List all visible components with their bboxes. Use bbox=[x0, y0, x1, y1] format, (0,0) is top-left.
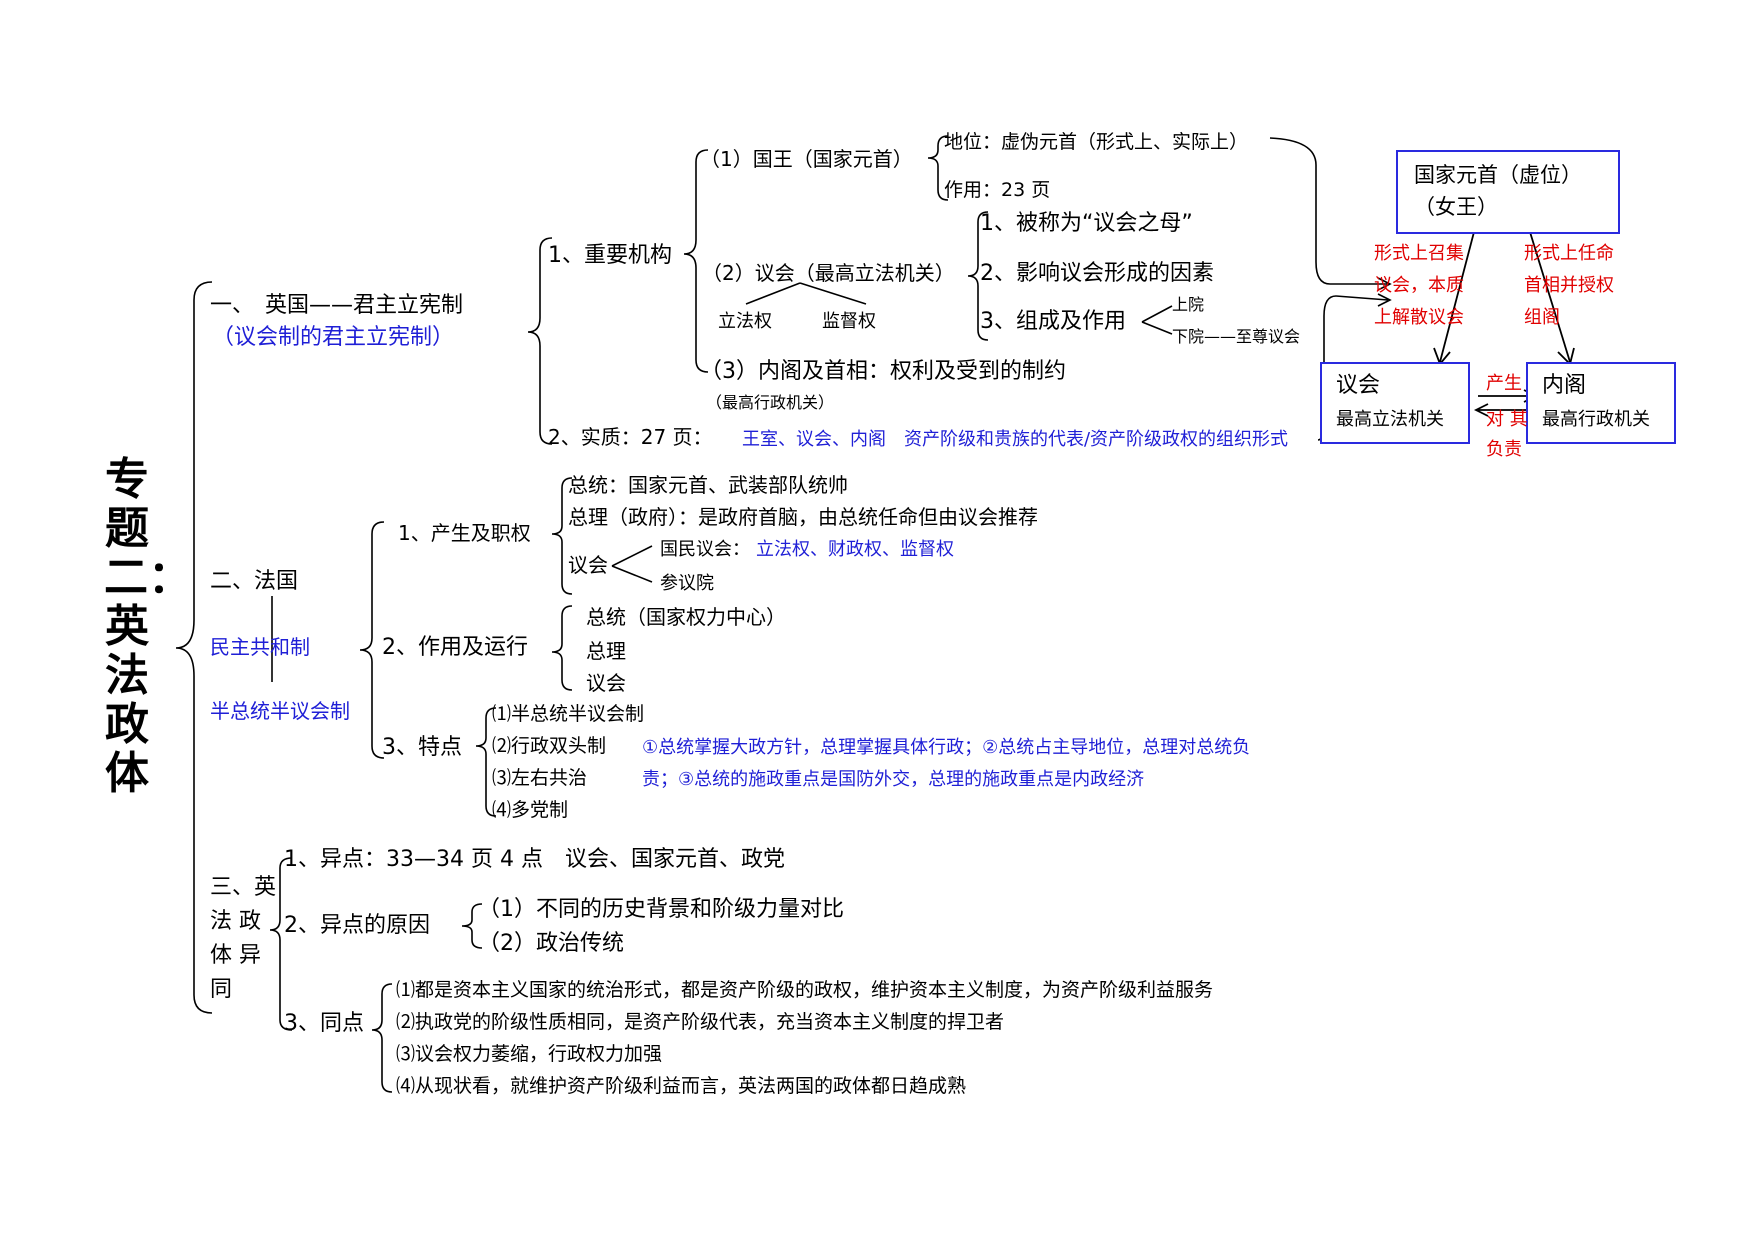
compare-d2: 2、异点的原因 bbox=[284, 913, 430, 938]
cabinet-box: 内阁 最高行政机关 bbox=[1526, 362, 1676, 444]
compare-d2-b: （2）政治传统 bbox=[478, 931, 624, 956]
uk-king-status: 地位：虚伪元首（形式上、实际上） bbox=[944, 131, 1249, 153]
france-s1-b: 总理（政府）：是政府首脑，由总统任命但由议会推荐 bbox=[568, 505, 1038, 529]
uk-king-role: 作用：23 页 bbox=[944, 179, 1051, 201]
uk-parliament-item-3: 3、组成及作用 bbox=[980, 309, 1126, 334]
france-s2-c: 议会 bbox=[586, 671, 626, 695]
institutions-brace bbox=[683, 149, 709, 373]
compare-d2-a: （1）不同的历史背景和阶级力量对比 bbox=[478, 897, 844, 922]
cabinet-box-title: 内阁 bbox=[1542, 373, 1587, 398]
s2-brace bbox=[551, 605, 573, 691]
france-type-1: 民主共和制 bbox=[210, 635, 310, 659]
parliament-box-title: 议会 bbox=[1336, 373, 1381, 398]
uk-cabinet: （3）内阁及首相：权利及受到的制约 bbox=[700, 359, 1066, 384]
mid-note-3: 负责 bbox=[1486, 439, 1522, 460]
france-s1-c: 议会 bbox=[568, 553, 608, 577]
composition-split bbox=[1141, 305, 1173, 335]
uk-lower-house: 下院——至尊议会 bbox=[1172, 327, 1301, 346]
uk-heading: 一、 英国——君主立宪制 bbox=[210, 293, 464, 318]
france-s3-b: ⑵行政双头制 bbox=[492, 735, 607, 757]
compare-d3: 3、同点 bbox=[284, 1011, 364, 1036]
s1-brace bbox=[551, 477, 573, 595]
right-note-1: 形式上任命 bbox=[1524, 243, 1614, 264]
france-s2-a: 总统（国家权力中心） bbox=[586, 605, 786, 629]
reason-brace bbox=[461, 903, 483, 949]
compare-d1: 1、异点：33—34 页 4 点 议会、国家元首、政党 bbox=[284, 847, 785, 872]
parliament-split bbox=[745, 282, 867, 305]
compare-d3-a: ⑴都是资本主义国家的统治形式，都是资产阶级的政权，维护资本主义制度，为资产阶级利… bbox=[396, 979, 1214, 1001]
compare-heading-3: 体 异 bbox=[210, 943, 261, 968]
head-of-state-label: 国家元首（虚位） bbox=[1414, 163, 1582, 187]
king-arc bbox=[1269, 137, 1331, 285]
uk-legislative-power: 立法权 bbox=[718, 311, 772, 332]
national-assembly-powers: 立法权、财政权、监督权 bbox=[756, 539, 954, 560]
france-s1: 1、产生及职权 bbox=[398, 521, 531, 545]
assembly-split bbox=[611, 545, 653, 583]
cabinet-box-sub: 最高行政机关 bbox=[1542, 409, 1650, 430]
s3-brace bbox=[475, 707, 497, 817]
france-s3-a: ⑴半总统半议会制 bbox=[492, 703, 645, 725]
right-note-2: 首相并授权 bbox=[1524, 275, 1614, 296]
uk-upper-house: 上院 bbox=[1172, 295, 1205, 314]
page-title: 专题二：英法政体 bbox=[104, 454, 192, 799]
uk-parliament: （2）议会（最高立法机关） bbox=[702, 261, 955, 285]
compare-d3-d: ⑷从现状看，就维护资产阶级利益而言，英法两国的政体都日趋成熟 bbox=[396, 1075, 967, 1097]
right-note-3: 组阁 bbox=[1524, 307, 1560, 328]
queen-label: （女王） bbox=[1414, 195, 1498, 219]
same-brace bbox=[371, 983, 393, 1093]
uk-subtitle: （议会制的君主立宪制） bbox=[212, 325, 455, 350]
uk-parliament-item-1: 1、被称为“议会之母” bbox=[980, 211, 1193, 236]
compare-d3-c: ⑶议会权力萎缩，行政权力加强 bbox=[396, 1043, 663, 1065]
compare-brace bbox=[269, 857, 293, 1031]
left-note-3: 上解散议会 bbox=[1374, 307, 1464, 328]
arrow-in-1 bbox=[1330, 277, 1392, 291]
parliament-box-sub: 最高立法机关 bbox=[1336, 409, 1444, 430]
uk-king: （1）国王（国家元首） bbox=[700, 147, 913, 171]
france-heading: 二、法国 bbox=[210, 569, 299, 594]
uk-supervision-power: 监督权 bbox=[822, 311, 876, 332]
arrow-head-to-cabinet bbox=[1529, 231, 1571, 363]
arrow-head-to-parliament bbox=[1439, 231, 1475, 363]
uk-parliament-item-2: 2、影响议会形成的因素 bbox=[980, 261, 1214, 286]
king-brace bbox=[927, 135, 949, 201]
france-s3-note-2: 责；③总统的施政重点是国防外交，总理的施政重点是内政经济 bbox=[642, 769, 1145, 790]
france-s3-d: ⑷多党制 bbox=[492, 799, 569, 821]
france-s3-note-1: ①总统掌握大政方针，总理掌握具体行政；②总统占主导地位，总理对总统负 bbox=[642, 737, 1251, 758]
senate: 参议院 bbox=[660, 573, 714, 594]
mid-note-2: 对 其 bbox=[1486, 409, 1528, 430]
uk-essence-text: 王室、议会、内阁 资产阶级和贵族的代表/资产阶级政权的组织形式 bbox=[742, 429, 1289, 450]
uk-brace bbox=[527, 237, 553, 445]
france-s1-a: 总统：国家元首、武装部队统帅 bbox=[568, 473, 848, 497]
france-brace bbox=[359, 521, 385, 759]
parliament-box: 议会 最高立法机关 bbox=[1320, 362, 1470, 444]
parliament-brace bbox=[967, 211, 989, 341]
left-note-2: 议会，本质 bbox=[1374, 275, 1464, 296]
mid-note-1: 产生 bbox=[1486, 373, 1522, 394]
france-s3-c: ⑶左右共治 bbox=[492, 767, 588, 789]
france-s3: 3、特点 bbox=[382, 735, 462, 760]
france-s2: 2、作用及运行 bbox=[382, 635, 528, 660]
france-s2-b: 总理 bbox=[586, 639, 626, 663]
uk-institutions: 1、重要机构 bbox=[548, 243, 672, 268]
compare-heading-2: 法 政 bbox=[210, 909, 261, 934]
arrow-cabinet-to-parliament bbox=[1473, 403, 1534, 417]
arrow-in-2 bbox=[1335, 293, 1392, 307]
compare-heading-1: 三、英 bbox=[210, 875, 277, 900]
uk-essence-label: 2、实质：27 页： bbox=[548, 425, 713, 449]
france-type-2: 半总统半议会制 bbox=[210, 699, 350, 723]
compare-d3-b: ⑵执政党的阶级性质相同，是资产阶级代表，充当资本主义制度的捍卫者 bbox=[396, 1011, 1005, 1033]
compare-heading-4: 同 bbox=[210, 977, 233, 1002]
left-note-1: 形式上召集 bbox=[1374, 243, 1464, 264]
head-of-state-box: 国家元首（虚位） （女王） bbox=[1396, 150, 1620, 234]
uk-cabinet-note: （最高行政机关） bbox=[706, 393, 835, 412]
national-assembly: 国民议会： bbox=[660, 539, 750, 560]
main-brace bbox=[175, 281, 213, 1014]
